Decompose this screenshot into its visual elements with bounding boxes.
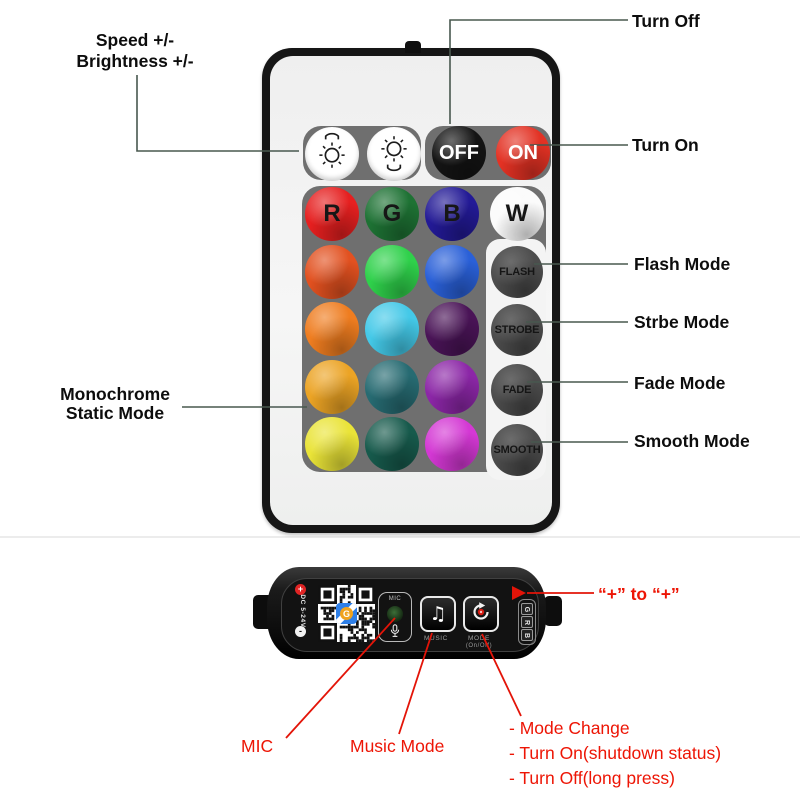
remote-control: OFF ON R G B W FLASH STROBE FADE xyxy=(262,41,560,533)
mode-button-label: MODE xyxy=(468,635,490,642)
mode-button-sublabel: (On/Off) xyxy=(465,643,493,649)
strobe-mode-label: Strbe Mode xyxy=(634,312,730,332)
app-logo: G xyxy=(336,603,357,624)
speed-brightness-label: Speed +/- Brightness +/- xyxy=(76,30,194,71)
blue-key-button[interactable]: B xyxy=(425,187,479,241)
dc-plus-mark: + xyxy=(295,584,306,595)
dc-minus-mark: - xyxy=(295,626,306,637)
color-button[interactable] xyxy=(365,245,419,299)
music-button-label: MUSIC xyxy=(424,635,448,642)
speed-brightness-down-button[interactable] xyxy=(367,127,421,181)
mic-label: MIC xyxy=(241,736,274,756)
monochrome-static-label: Monochrome Static Mode xyxy=(60,384,170,423)
color-button[interactable] xyxy=(365,360,419,414)
off-button[interactable]: OFF xyxy=(432,126,486,180)
remote-face: OFF ON R G B W FLASH STROBE FADE xyxy=(270,56,552,525)
speed-brightness-up-button[interactable] xyxy=(305,127,359,181)
logo-letter: G xyxy=(340,607,353,620)
turn-on-label: Turn On xyxy=(632,135,699,155)
mic-hole xyxy=(387,606,403,622)
mode-button-notes: - Mode Change - Turn On(shutdown status)… xyxy=(509,718,722,788)
color-button[interactable] xyxy=(425,245,479,299)
color-button[interactable] xyxy=(365,417,419,471)
mic-panel-label: MIC xyxy=(388,596,402,602)
mode-cycle-icon xyxy=(469,600,493,629)
fade-mode-button[interactable]: FADE xyxy=(491,364,543,416)
pin-g: G xyxy=(521,603,533,615)
sun-up-icon xyxy=(315,132,349,177)
color-button[interactable] xyxy=(305,417,359,471)
mode-button[interactable] xyxy=(463,596,499,632)
microphone-icon xyxy=(389,624,401,643)
color-button[interactable] xyxy=(425,302,479,356)
strip-output-connector xyxy=(544,596,562,626)
strobe-mode-button[interactable]: STROBE xyxy=(491,304,543,356)
color-button[interactable] xyxy=(425,360,479,414)
music-button[interactable]: ♫ xyxy=(420,596,456,632)
led-controller: + DC 5-24V - G MIC ♫ M xyxy=(250,565,570,665)
grb-output-pins: G R B xyxy=(518,599,536,645)
music-mode-label: Music Mode xyxy=(350,736,445,756)
color-button[interactable] xyxy=(305,245,359,299)
color-button[interactable] xyxy=(305,360,359,414)
green-key-button[interactable]: G xyxy=(365,187,419,241)
turn-off-label: Turn Off xyxy=(632,11,700,31)
white-key-button[interactable]: W xyxy=(490,187,544,241)
background-line xyxy=(0,536,800,538)
pin-r: R xyxy=(521,616,533,628)
color-button[interactable] xyxy=(305,302,359,356)
fade-mode-label: Fade Mode xyxy=(634,373,726,393)
qr-code: G xyxy=(318,585,375,642)
sun-down-icon xyxy=(377,132,411,177)
music-notes-icon: ♫ xyxy=(429,602,447,625)
plus-to-plus-label: “+” to “+” xyxy=(598,584,680,604)
color-button[interactable] xyxy=(365,302,419,356)
flash-mode-button[interactable]: FLASH xyxy=(491,246,543,298)
mic-panel: MIC xyxy=(378,592,412,642)
smooth-mode-button[interactable]: SMOOTH xyxy=(491,424,543,476)
smooth-mode-label: Smooth Mode xyxy=(634,431,750,451)
on-button[interactable]: ON xyxy=(496,126,550,180)
color-button[interactable] xyxy=(425,417,479,471)
pin-b: B xyxy=(521,629,533,641)
red-key-button[interactable]: R xyxy=(305,187,359,241)
flash-mode-label: Flash Mode xyxy=(634,254,731,274)
ir-emitter-nub xyxy=(405,41,421,53)
